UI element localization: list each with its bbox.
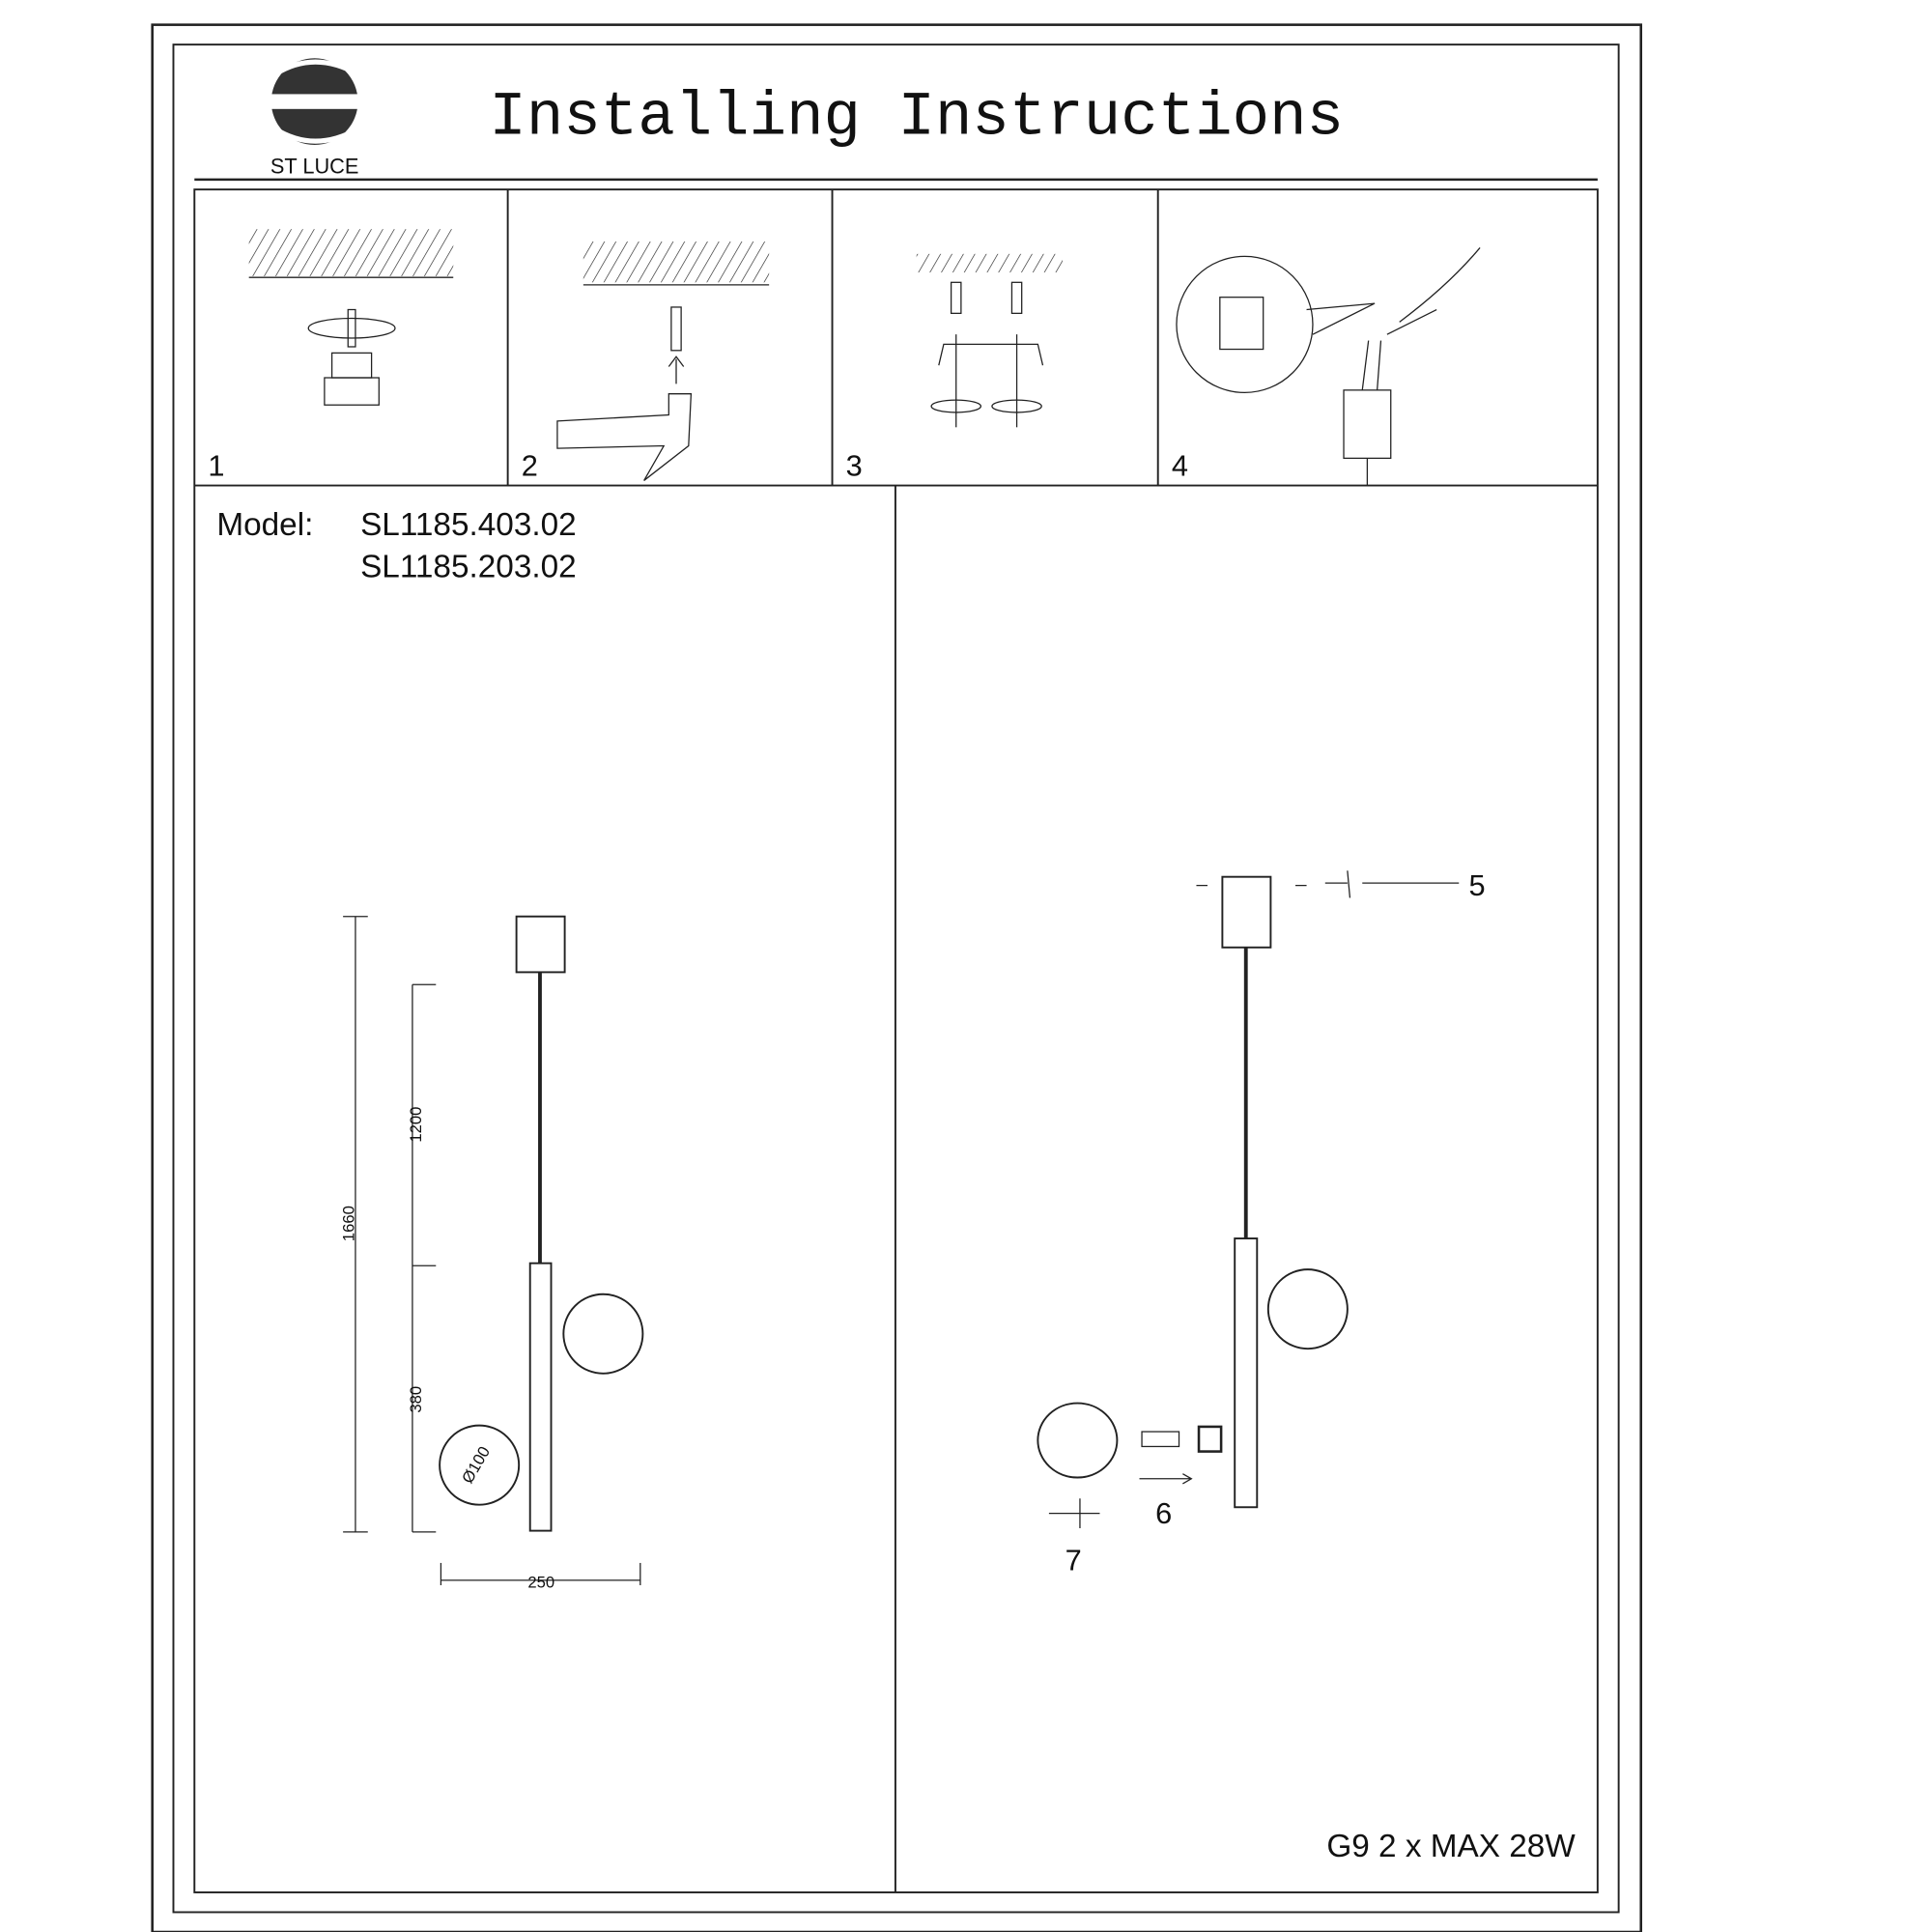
dimension-total-height: 1660: [340, 1206, 358, 1241]
dimension-width: 250: [527, 1574, 554, 1592]
step-number-5: 5: [1469, 868, 1486, 902]
step-number: 3: [846, 448, 863, 482]
outer-border: [151, 23, 1643, 1932]
step-number: 4: [1172, 448, 1188, 482]
step-number-6: 6: [1155, 1496, 1172, 1530]
dimension-globe: Ø100: [458, 1443, 494, 1487]
model-label: Model:: [216, 507, 313, 543]
assembly-drawing: 5 6 7: [1037, 868, 1486, 1577]
step-2-hammer-illustration: 2: [522, 242, 770, 482]
brand-name: ST LUCE: [270, 154, 359, 178]
bulb-spec: G9 2 x MAX 28W: [1326, 1829, 1576, 1864]
page-title: Installing Instructions: [489, 83, 1344, 153]
dimension-body: 380: [407, 1386, 425, 1413]
st-luce-logo: ST LUCE: [266, 58, 366, 178]
dimension-drawing: 1660 1200 380 250 Ø100: [340, 915, 644, 1592]
step-number: 1: [208, 448, 224, 482]
step-1-drill-illustration: 1: [208, 229, 454, 482]
step-number-7: 7: [1065, 1544, 1082, 1577]
dimension-cable: 1200: [407, 1107, 425, 1143]
step-number: 2: [522, 448, 538, 482]
model-code: SL1185.203.02: [360, 549, 577, 584]
step-3-bracket-illustration: 3: [846, 253, 1063, 482]
inner-border: [172, 43, 1620, 1914]
model-code: SL1185.403.02: [360, 507, 577, 543]
step-4-wiring-illustration: 4: [1172, 246, 1481, 486]
